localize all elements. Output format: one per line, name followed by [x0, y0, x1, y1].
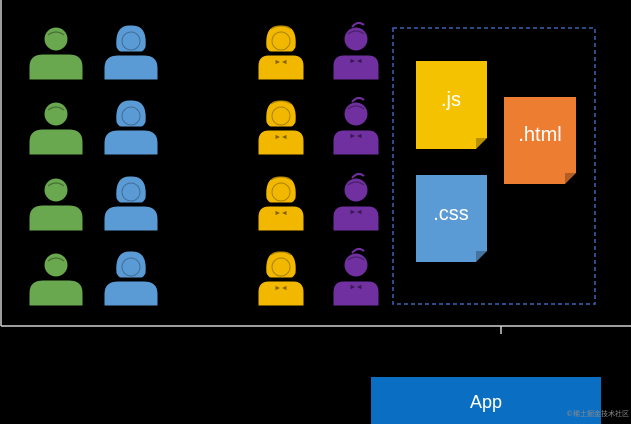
- person-male-bowtie-icon: [333, 247, 379, 306]
- css-file-shape: [416, 175, 487, 262]
- person-male-icon: [29, 102, 83, 155]
- person-female-bow-icon: [258, 176, 304, 231]
- person-female-bow-icon: [258, 251, 304, 306]
- person-female-bow-icon: [258, 100, 304, 155]
- watermark-text: ©稀土掘金技术社区: [566, 409, 629, 418]
- person-male-bowtie-icon: [333, 172, 379, 231]
- people-grid: [29, 21, 379, 306]
- person-female-icon: [104, 251, 158, 306]
- app-box: App: [371, 377, 601, 424]
- html-file-card: .html: [504, 97, 576, 184]
- js-file-card: .js: [416, 61, 487, 149]
- app-box-rect: [371, 377, 601, 424]
- css-file-label: .css: [433, 203, 469, 225]
- person-female-icon: [104, 176, 158, 231]
- file-group-border: [392, 27, 596, 305]
- person-female-bow-icon: [258, 25, 304, 80]
- html-file-shape: [504, 97, 576, 184]
- html-file-label: .html: [518, 124, 561, 146]
- html-file-fold: [565, 173, 576, 184]
- js-file-fold: [476, 138, 487, 149]
- person-male-bowtie-icon: [333, 21, 379, 80]
- person-female-icon: [104, 25, 158, 80]
- person-male-icon: [29, 27, 83, 80]
- person-male-icon: [29, 253, 83, 306]
- js-file-shape: [416, 61, 487, 149]
- app-label: App: [470, 392, 502, 412]
- css-file-fold: [476, 251, 487, 262]
- js-file-label: .js: [441, 89, 461, 111]
- person-female-icon: [104, 100, 158, 155]
- css-file-card: .css: [416, 175, 487, 262]
- person-male-bowtie-icon: [333, 96, 379, 155]
- person-male-icon: [29, 178, 83, 231]
